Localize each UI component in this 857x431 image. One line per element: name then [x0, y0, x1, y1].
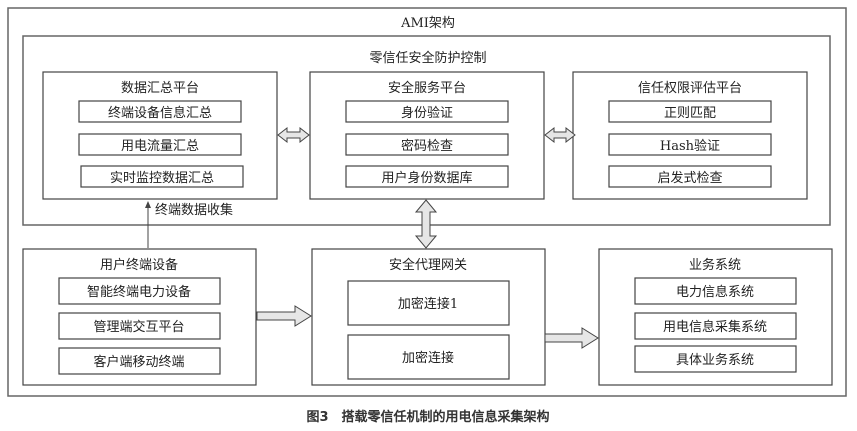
system-item	[634, 312, 797, 340]
item-label: 客户端移动终端	[93, 354, 184, 370]
connection-item	[347, 334, 510, 380]
item-label: 加密连接1	[398, 296, 458, 312]
group-title: 用户终端设备	[100, 257, 178, 273]
bidirectional-arrow-icon	[544, 126, 576, 144]
business-systems: 业务系统 电力信息系统 用电信息采集系统 具体业务系统	[598, 248, 833, 386]
item-label: 密码检查	[401, 138, 453, 154]
security-proxy-gateway: 安全代理网关 加密连接1 加密连接	[311, 248, 546, 386]
item-label: 实时监控数据汇总	[110, 171, 214, 186]
item-label: 终端设备信息汇总	[108, 105, 212, 121]
collect-label: 终端数据收集	[155, 202, 233, 218]
platform-item	[608, 100, 772, 123]
group-title: 安全代理网关	[389, 257, 467, 273]
item-label: 身份验证	[401, 105, 453, 121]
item-label: 智能终端电力设备	[87, 284, 191, 300]
platform-item	[345, 165, 509, 188]
item-label: 具体业务系统	[676, 352, 754, 368]
group-title: 业务系统	[689, 257, 741, 273]
platform-item	[80, 165, 244, 188]
arrow-right-icon	[256, 305, 312, 327]
device-item	[58, 277, 221, 305]
item-label: 电力信息系统	[676, 284, 754, 300]
system-item	[634, 345, 797, 373]
platform-title: 信任权限评估平台	[638, 80, 742, 96]
item-label: 用户身份数据库	[381, 170, 472, 186]
zero-trust-title: 零信任安全防护控制	[369, 50, 486, 66]
platform-title: 安全服务平台	[388, 80, 466, 96]
bidirectional-arrow-icon	[277, 126, 310, 144]
trust-evaluation-platform: 信任权限评估平台 正则匹配 Hash验证 启发式检查	[572, 71, 808, 200]
system-item	[634, 277, 797, 305]
item-label: 管理端交互平台	[93, 319, 184, 335]
device-item	[58, 347, 221, 375]
security-service-platform: 安全服务平台 身份验证 密码检查 用户身份数据库	[309, 71, 545, 200]
bidirectional-arrow-icon	[414, 199, 438, 249]
ami-title: AMI架构	[400, 16, 455, 31]
item-label: 用电信息采集系统	[663, 319, 767, 335]
arrow-up-icon	[145, 201, 151, 208]
platform-item	[608, 165, 772, 188]
platform-item	[608, 133, 772, 156]
user-terminal-devices: 用户终端设备 智能终端电力设备 管理端交互平台 客户端移动终端	[22, 248, 257, 386]
platform-title: 数据汇总平台	[121, 81, 199, 96]
device-item	[58, 312, 221, 340]
platform-item	[78, 133, 242, 156]
connection-item	[347, 280, 510, 326]
item-label: 启发式检查	[657, 170, 722, 186]
item-label: Hash验证	[660, 138, 720, 154]
platform-item	[78, 100, 242, 123]
figure-caption: 图3 搭载零信任机制的用电信息采集架构	[306, 409, 549, 425]
platform-item	[345, 100, 509, 123]
item-label: 加密连接	[402, 350, 454, 366]
item-label: 正则匹配	[664, 106, 716, 121]
item-label: 用电流量汇总	[121, 139, 199, 154]
arrow-right-icon	[544, 327, 599, 349]
ami-architecture-frame	[7, 7, 847, 397]
platform-item	[345, 133, 509, 156]
data-aggregation-platform: 数据汇总平台 终端设备信息汇总 用电流量汇总 实时监控数据汇总	[42, 71, 278, 200]
